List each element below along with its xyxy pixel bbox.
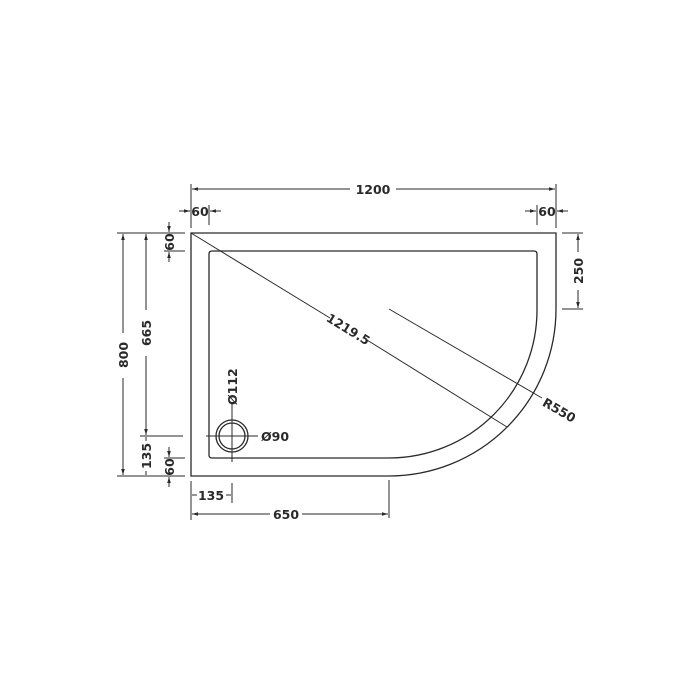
rim-right-label: 60 — [538, 204, 556, 219]
tray-outline — [190, 232, 557, 477]
waste-outer-diameter-label: Ø112 — [225, 368, 240, 405]
rim-left-label: 60 — [191, 204, 209, 219]
straight-side-label: 250 — [571, 258, 586, 284]
radius-label: R550 — [540, 395, 579, 426]
rim-top-label: 60 — [162, 233, 177, 251]
waste-from-front-label: 135 — [139, 443, 154, 469]
diagonal-line-a — [190, 232, 331, 319]
radius-line — [388, 308, 543, 399]
overall-width-label: 1200 — [356, 182, 391, 197]
tray-inner-outline — [208, 250, 538, 459]
waste-inner-diameter-label: Ø90 — [261, 429, 289, 444]
rim-bottom-label: 60 — [162, 458, 177, 476]
overall-depth-label: 800 — [116, 342, 131, 368]
waste-from-back-label: 665 — [139, 320, 154, 346]
diagonal-line-b — [366, 339, 508, 428]
diagonal-label: 1219.5 — [324, 310, 373, 348]
straight-length-label: 650 — [273, 507, 299, 522]
waste-from-side-label: 135 — [198, 488, 224, 503]
